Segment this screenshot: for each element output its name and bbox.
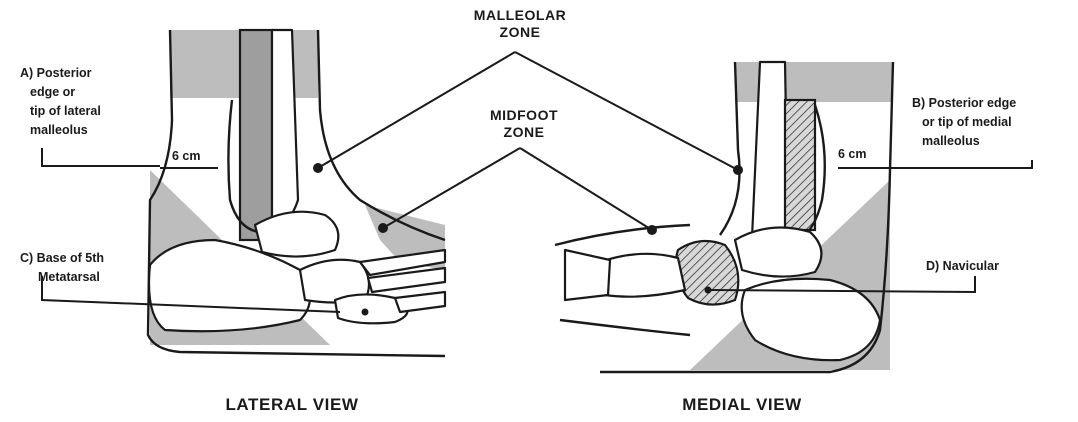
label-d: D) Navicular bbox=[926, 259, 999, 273]
medial-foot-sole-outline bbox=[560, 320, 690, 335]
medial-view-title: MEDIAL VIEW bbox=[682, 395, 802, 414]
label-b-line3: malleolus bbox=[922, 134, 980, 148]
medial-view-illustration bbox=[555, 62, 893, 372]
midfoot-zone-line2: ZONE bbox=[504, 124, 545, 140]
lateral-metatarsal-3 bbox=[395, 292, 445, 312]
label-c-line1: C) Base of 5th bbox=[20, 251, 104, 265]
zone-pointers bbox=[318, 52, 738, 230]
label-a-line1: A) Posterior bbox=[20, 66, 92, 80]
medial-malleolus bbox=[785, 100, 815, 230]
medial-talus bbox=[735, 228, 821, 277]
midfoot-pointer-right bbox=[520, 148, 652, 230]
malleolar-pointer-left bbox=[318, 52, 515, 168]
lateral-5th-metatarsal-dot bbox=[362, 309, 369, 316]
label-6cm-left: 6 cm bbox=[172, 149, 201, 163]
label-a-line2: edge or bbox=[30, 85, 75, 99]
medial-cuneiform bbox=[600, 254, 685, 297]
label-a-leader bbox=[42, 148, 160, 166]
label-b-leader bbox=[880, 160, 1032, 168]
label-6cm-right: 6 cm bbox=[838, 147, 867, 161]
medial-metatarsal bbox=[565, 250, 610, 300]
lateral-talus bbox=[255, 212, 338, 257]
malleolar-zone-line1: MALLEOLAR bbox=[474, 7, 566, 23]
lateral-fibula bbox=[240, 30, 272, 240]
lateral-view-illustration bbox=[148, 30, 445, 356]
midfoot-pointer-left bbox=[383, 148, 520, 228]
label-b-line1: B) Posterior edge bbox=[912, 96, 1016, 110]
label-c-line2: Metatarsal bbox=[38, 270, 100, 284]
label-a-line3: tip of lateral bbox=[30, 104, 101, 118]
lateral-view-title: LATERAL VIEW bbox=[225, 395, 358, 414]
label-a-line4: malleolus bbox=[30, 123, 88, 137]
label-b-line2: or tip of medial bbox=[922, 115, 1012, 129]
midfoot-zone-line1: MIDFOOT bbox=[490, 107, 558, 123]
lateral-tibia bbox=[272, 30, 298, 228]
medial-leg-front-outline bbox=[720, 62, 740, 235]
lateral-leg-front-outline bbox=[318, 30, 445, 240]
medial-foot-top-outline bbox=[555, 225, 690, 245]
medial-navicular bbox=[676, 241, 739, 305]
malleolar-zone-line2: ZONE bbox=[500, 24, 541, 40]
